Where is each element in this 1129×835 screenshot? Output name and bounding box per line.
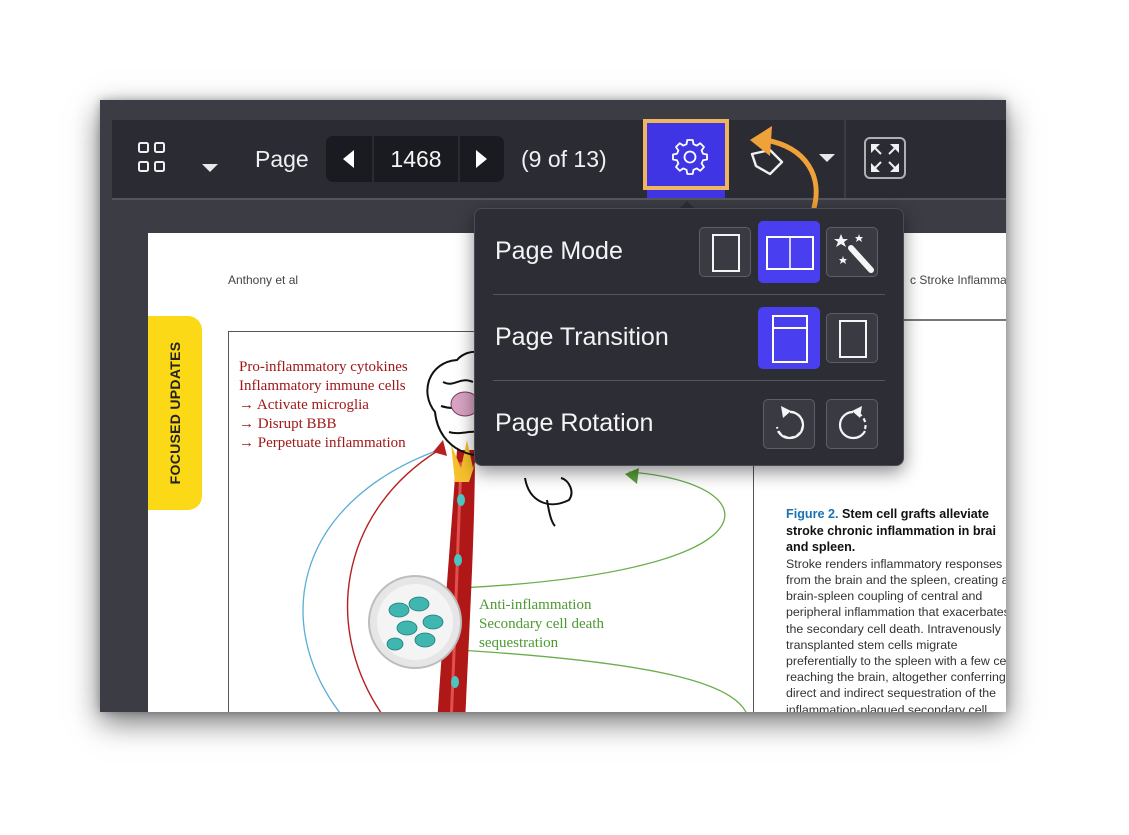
- figure-illustration: Pro-inflammatory cytokines Inflammatory …: [228, 331, 754, 712]
- settings-active-indicator: [647, 190, 725, 198]
- rotate-cw-icon: [838, 406, 867, 440]
- cause-line: Pro-inflammatory cytokines: [239, 359, 408, 375]
- previous-page-button[interactable]: [326, 136, 372, 182]
- toolbar-separator: [844, 120, 846, 198]
- cause-line: → Disrupt BBB: [239, 416, 337, 432]
- fullscreen-button[interactable]: [864, 137, 906, 179]
- effect-line: sequestration: [479, 635, 559, 651]
- cause-line: → Perpetuate inflammation: [239, 435, 406, 451]
- continuous-scroll-icon: [772, 315, 808, 363]
- fullscreen-icon: [871, 144, 899, 172]
- page-transition-label: Page Transition: [495, 323, 669, 351]
- figure-caption: Figure 2. Stem cell grafts alleviate str…: [786, 506, 1006, 712]
- focused-updates-label: FOCUSED UPDATES: [167, 341, 183, 485]
- page-mode-double-option[interactable]: [758, 221, 820, 283]
- effect-line: Secondary cell death: [479, 616, 604, 632]
- rotate-counterclockwise-button[interactable]: [763, 399, 815, 449]
- settings-button[interactable]: [643, 119, 729, 190]
- single-page-icon: [712, 234, 740, 272]
- page-transition-single-option[interactable]: [826, 313, 878, 363]
- settings-popover: Page Mode Page Transition Page Rotation: [474, 208, 904, 466]
- single-page-icon: [839, 320, 867, 358]
- page-mode-single-option[interactable]: [699, 227, 751, 277]
- magic-wand-icon: [834, 234, 874, 273]
- page-mode-auto-option[interactable]: [826, 227, 878, 277]
- toolbar-divider: [112, 198, 1006, 200]
- page-number-input[interactable]: [374, 136, 458, 182]
- running-header-right: c Stroke Inflammat: [910, 273, 1006, 287]
- page-label: Page: [255, 146, 309, 172]
- page-mode-label: Page Mode: [495, 237, 623, 265]
- annotation-arrow: [750, 126, 819, 211]
- page-rotation-label: Page Rotation: [495, 409, 654, 437]
- cause-line: → Activate microglia: [239, 397, 369, 413]
- figure-label: Figure 2.: [786, 507, 839, 521]
- caption-title: Figure 2. Stem cell grafts alleviate str…: [786, 506, 1006, 556]
- popover-divider: [493, 294, 885, 295]
- two-page-icon: [766, 236, 814, 270]
- gear-icon: [672, 139, 708, 175]
- rotate-clockwise-button[interactable]: [826, 399, 878, 449]
- popover-divider: [493, 380, 885, 381]
- page-transition-continuous-option[interactable]: [758, 307, 820, 369]
- toolbar: Page (9 of 13): [112, 119, 1006, 198]
- page-count: (9 of 13): [521, 146, 607, 172]
- caret-right-icon: [476, 150, 487, 168]
- chevron-down-icon[interactable]: [818, 153, 836, 163]
- pdf-viewer-window: Anthony et al c Stroke Inflammat: [100, 100, 1006, 712]
- chevron-down-icon[interactable]: [201, 153, 219, 172]
- popover-caret: [678, 201, 696, 210]
- caption-body: Stroke renders inflammatory responses fr…: [786, 556, 1006, 712]
- running-header-left: Anthony et al: [228, 273, 299, 287]
- effect-line: Anti-inflammation: [479, 597, 592, 613]
- cause-line: Inflammatory immune cells: [239, 378, 406, 394]
- grid-icon[interactable]: [137, 141, 167, 175]
- caret-left-icon: [343, 150, 354, 168]
- rotate-ccw-icon: [775, 406, 805, 440]
- next-page-button[interactable]: [460, 136, 504, 182]
- caption-title-text: Stem cell grafts alleviate stroke chroni…: [786, 507, 996, 555]
- figure-drawing: [302, 350, 747, 712]
- focused-updates-tab[interactable]: FOCUSED UPDATES: [148, 316, 202, 510]
